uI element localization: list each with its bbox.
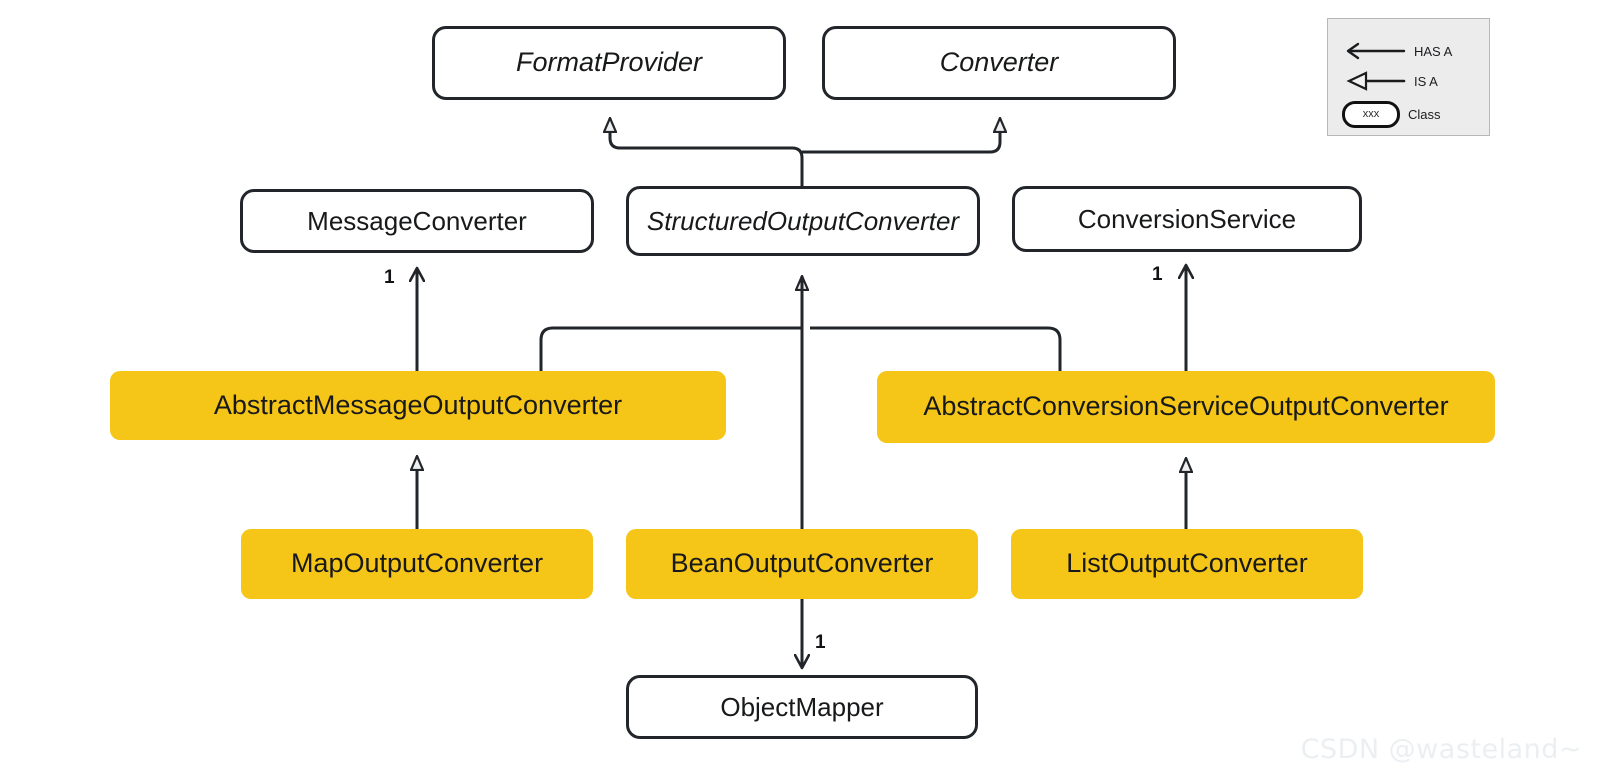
multiplicity-label-message-converter: 1 — [384, 267, 395, 288]
class-node-label: StructuredOutputConverter — [646, 205, 960, 236]
legend-panel: HAS A IS A xxx Class — [1327, 18, 1490, 136]
class-node-label: AbstractMessageOutputConverter — [213, 389, 623, 420]
class-node-label: FormatProvider — [515, 47, 703, 78]
class-node-label: Converter — [939, 47, 1059, 78]
class-node-label: ListOutputConverter — [1066, 548, 1308, 579]
legend-item-class: xxx Class — [1342, 99, 1487, 129]
wire-amoc-to-soc — [539, 276, 802, 371]
multiplicity-label-conversion-service: 1 — [1152, 264, 1163, 285]
wire-acsoc-to-soc — [810, 326, 1062, 371]
hollow-triangle-arrow-left-icon — [1346, 71, 1406, 91]
open-arrow-left-icon — [1346, 42, 1406, 60]
rounded-box-icon: xxx — [1342, 100, 1400, 128]
class-node-label: AbstractConversionServiceOutputConverter — [923, 391, 1449, 422]
class-node-abstract-conversion-service-output-converter[interactable]: AbstractConversionServiceOutputConverter — [877, 371, 1495, 443]
rounded-box-sample-text: xxx — [1362, 108, 1380, 120]
wire-soc-to-converter — [802, 118, 1000, 154]
class-node-label: MapOutputConverter — [290, 548, 544, 579]
class-node-structured-output-converter[interactable]: StructuredOutputConverter — [626, 186, 980, 256]
class-node-format-provider[interactable]: FormatProvider — [432, 26, 786, 100]
class-node-abstract-message-output-converter[interactable]: AbstractMessageOutputConverter — [110, 371, 726, 440]
class-node-label: BeanOutputConverter — [670, 548, 934, 579]
class-node-message-converter[interactable]: MessageConverter — [240, 189, 594, 253]
legend-item-label: HAS A — [1414, 43, 1453, 59]
class-node-bean-output-converter[interactable]: BeanOutputConverter — [626, 529, 978, 599]
legend-item-label: IS A — [1414, 73, 1438, 89]
class-node-label: ConversionService — [1077, 203, 1297, 234]
class-node-conversion-service[interactable]: ConversionService — [1012, 186, 1362, 252]
class-node-converter[interactable]: Converter — [822, 26, 1176, 100]
class-node-object-mapper[interactable]: ObjectMapper — [626, 675, 978, 739]
legend-item-has-a: HAS A — [1342, 39, 1482, 63]
wire-soc-to-formatprovider-and-converter — [610, 118, 804, 186]
legend-item-is-a: IS A — [1342, 69, 1482, 93]
legend-item-label: Class — [1408, 106, 1441, 122]
class-node-list-output-converter[interactable]: ListOutputConverter — [1011, 529, 1363, 599]
class-node-map-output-converter[interactable]: MapOutputConverter — [241, 529, 593, 599]
watermark: CSDN @wasteland~ — [1300, 734, 1582, 765]
multiplicity-label-object-mapper: 1 — [815, 632, 826, 653]
class-node-label: MessageConverter — [307, 205, 527, 236]
class-node-label: ObjectMapper — [720, 691, 884, 722]
